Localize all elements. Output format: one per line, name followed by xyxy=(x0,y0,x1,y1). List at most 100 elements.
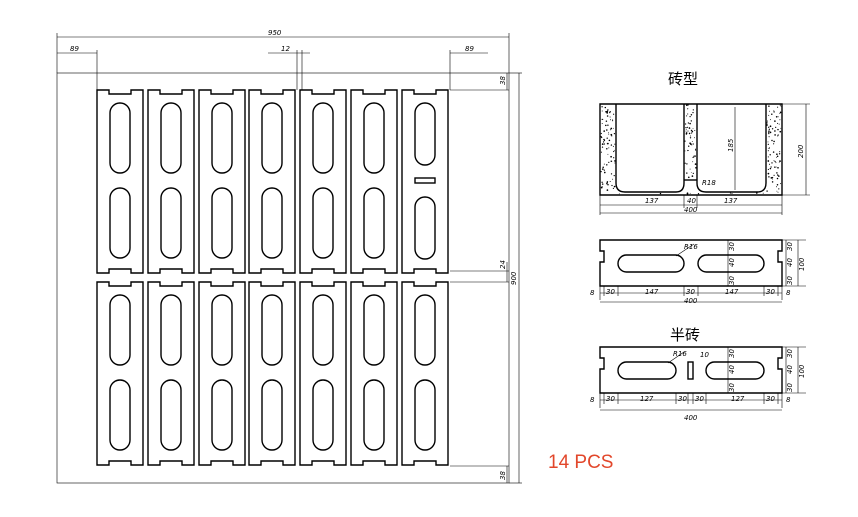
quantity-label: 14 PCS xyxy=(548,452,614,473)
mold-brick xyxy=(96,89,144,274)
hatch-dot xyxy=(771,113,773,115)
hatch-dot xyxy=(691,130,694,133)
brick-slot xyxy=(160,379,182,451)
hatch-dot xyxy=(768,136,770,138)
hatch-dot xyxy=(769,131,772,134)
hatch-dot xyxy=(686,192,689,195)
half-dim-slot: 127 xyxy=(640,395,654,403)
hatch-dot xyxy=(610,155,612,158)
hatch-dot xyxy=(685,130,687,132)
half-dim-slot2: 127 xyxy=(731,395,745,403)
half-dim-h40: 40 xyxy=(728,365,736,374)
mold-brick xyxy=(96,281,144,466)
hatch-dot xyxy=(613,127,614,129)
brick-slot xyxy=(109,102,131,174)
section-dim-height: 200 xyxy=(797,144,805,158)
hatch-dot xyxy=(778,162,780,164)
hatch-dot xyxy=(775,162,777,164)
dim-top: 38 xyxy=(499,76,507,85)
hatch-dot xyxy=(769,154,771,156)
mold-bricks xyxy=(96,89,449,466)
hatch-dot xyxy=(606,164,608,166)
hatch-dot xyxy=(779,119,781,121)
hatch-dot xyxy=(684,123,687,125)
hatch-dot xyxy=(601,110,603,112)
hatch-dot xyxy=(697,193,700,195)
hatch-dot xyxy=(687,176,690,179)
brick-slot xyxy=(109,187,131,259)
hatch-dot xyxy=(608,139,611,142)
concrete-hatch xyxy=(600,104,782,195)
hatch-dot xyxy=(602,141,605,143)
dim-margin-right: 89 xyxy=(465,45,474,53)
hatch-dot xyxy=(776,156,778,158)
hatch-dot xyxy=(776,190,778,192)
hatch-dot xyxy=(770,177,773,179)
hatch-dot xyxy=(693,155,695,157)
hatch-dot xyxy=(691,144,693,146)
hatch-dot xyxy=(684,140,686,142)
hatch-dot xyxy=(768,132,770,135)
plan-dim-h30b: 30 xyxy=(728,276,736,285)
section-dim-web: 40 xyxy=(687,197,696,205)
hatch-dot xyxy=(613,185,616,188)
hatch-dot xyxy=(779,112,781,115)
hatch-dot xyxy=(768,128,770,130)
plan-dim-h40b: 40 xyxy=(786,258,794,267)
hatch-dot xyxy=(613,174,615,177)
mold-brick xyxy=(401,281,449,466)
hatch-dot xyxy=(686,126,689,128)
hatch-dot xyxy=(687,130,689,132)
hatch-dot xyxy=(694,148,696,150)
hatch-dot xyxy=(689,192,691,194)
hatch-dot xyxy=(603,138,605,140)
hatch-dot xyxy=(692,111,694,114)
hatch-dot xyxy=(690,129,693,132)
hatch-dot xyxy=(609,112,611,114)
hatch-dot xyxy=(768,114,770,116)
hatch-dot xyxy=(776,155,779,158)
hatch-dot xyxy=(773,140,775,143)
brick-section-title: 砖型 xyxy=(668,70,698,88)
hatch-dot xyxy=(606,183,608,185)
mold-brick xyxy=(147,281,195,466)
mold-plan: 950 89 12 89 900 38 24 38 xyxy=(56,29,522,484)
hatch-dot xyxy=(775,115,778,118)
hatch-dot xyxy=(770,166,772,168)
hatch-dot xyxy=(692,172,694,175)
hatch-dot xyxy=(607,124,609,126)
hatch-dot xyxy=(769,119,771,121)
hatch-dot xyxy=(779,151,781,153)
hatch-dot xyxy=(778,123,780,125)
hatch-dot xyxy=(689,137,692,139)
brick-slot xyxy=(363,379,385,451)
half-dim-h30d: 30 xyxy=(786,383,794,392)
hatch-dot xyxy=(767,143,769,145)
hatch-dot xyxy=(768,147,771,149)
brick-slot xyxy=(160,294,182,366)
hatch-dot xyxy=(766,124,768,126)
hatch-dot xyxy=(772,178,773,180)
hatch-dot xyxy=(603,169,605,171)
hatch-dot xyxy=(767,168,769,170)
brick-slot xyxy=(211,102,233,174)
plan-dim-a: 30 xyxy=(606,288,615,296)
hatch-dot xyxy=(780,183,782,185)
plan-dim-web: 30 xyxy=(686,288,695,296)
hatch-dot xyxy=(687,149,689,152)
hatch-dot xyxy=(685,132,688,134)
hatch-dot xyxy=(607,184,609,186)
hatch-dot xyxy=(612,120,614,122)
mold-brick xyxy=(299,89,347,274)
hatch-dot xyxy=(692,143,694,145)
hatch-dot xyxy=(607,153,609,155)
mold-brick xyxy=(350,281,398,466)
plan-dim-end-right: 8 xyxy=(786,289,791,297)
hatch-dot xyxy=(769,125,772,128)
hatch-dot xyxy=(695,149,697,151)
hatch-dot xyxy=(767,172,770,175)
hatch-dot xyxy=(769,167,772,170)
plan-dim-height: 100 xyxy=(798,257,806,271)
hatch-dot xyxy=(767,148,769,149)
plan-dim-overall: 400 xyxy=(684,297,698,305)
